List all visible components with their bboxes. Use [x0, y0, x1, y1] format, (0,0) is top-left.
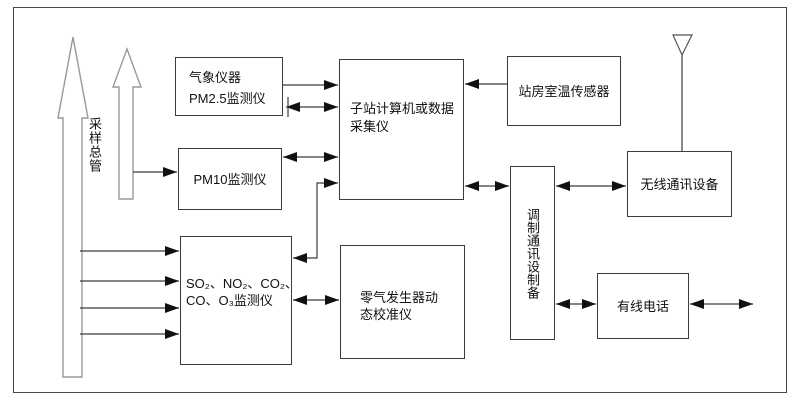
substation-computer-label-line1: 子站计算机或数据	[350, 101, 455, 116]
pm10-monitor-label: PM10监测仪	[193, 171, 267, 187]
wireless-communication-box: 无线通讯设备	[627, 151, 732, 217]
wireless-communication-label: 无线通讯设备	[640, 176, 719, 192]
sampling-manifold-arrow-small	[111, 46, 143, 200]
gas-analyzers-box: SO₂、NO₂、CO₂、 CO、O₃监测仪	[180, 236, 298, 365]
pm10-monitor-box: PM10监测仪	[178, 148, 282, 210]
room-temperature-sensor-label: 站房室温传感器	[518, 83, 610, 99]
zero-gas-calibrator-box: 零气发生器动 态校准仪	[340, 245, 465, 359]
modem-communication-label: 调制通讯设制备	[525, 207, 540, 299]
gas-analyzers-label-line1: SO₂、NO₂、CO₂、	[186, 276, 298, 291]
gas-analyzers-label-line2: CO、O₃监测仪	[186, 293, 273, 308]
antenna-icon	[672, 34, 693, 151]
substation-computer-label-line2: 采集仪	[350, 119, 390, 134]
weather-instruments-box: 气象仪器 PM2.5监测仪	[175, 57, 283, 116]
weather-instruments-label: 气象仪器	[189, 70, 242, 85]
sampling-manifold-label: 采样总管	[87, 117, 102, 173]
sampling-manifold-arrow-large	[57, 36, 89, 378]
arrow-gas-analyzers-substation-elbow	[293, 178, 338, 263]
wired-telephone-box: 有线电话	[597, 273, 689, 339]
modem-communication-box: 调制通讯设制备	[510, 166, 555, 340]
substation-computer-box: 子站计算机或数据 采集仪	[339, 59, 464, 200]
pm25-monitor-label: PM2.5监测仪	[189, 91, 266, 106]
zero-gas-calibrator-label-line2: 态校准仪	[360, 307, 413, 322]
zero-gas-calibrator-label-line1: 零气发生器动	[360, 290, 439, 305]
room-temperature-sensor-box: 站房室温传感器	[507, 56, 621, 126]
wired-telephone-label: 有线电话	[616, 298, 669, 314]
